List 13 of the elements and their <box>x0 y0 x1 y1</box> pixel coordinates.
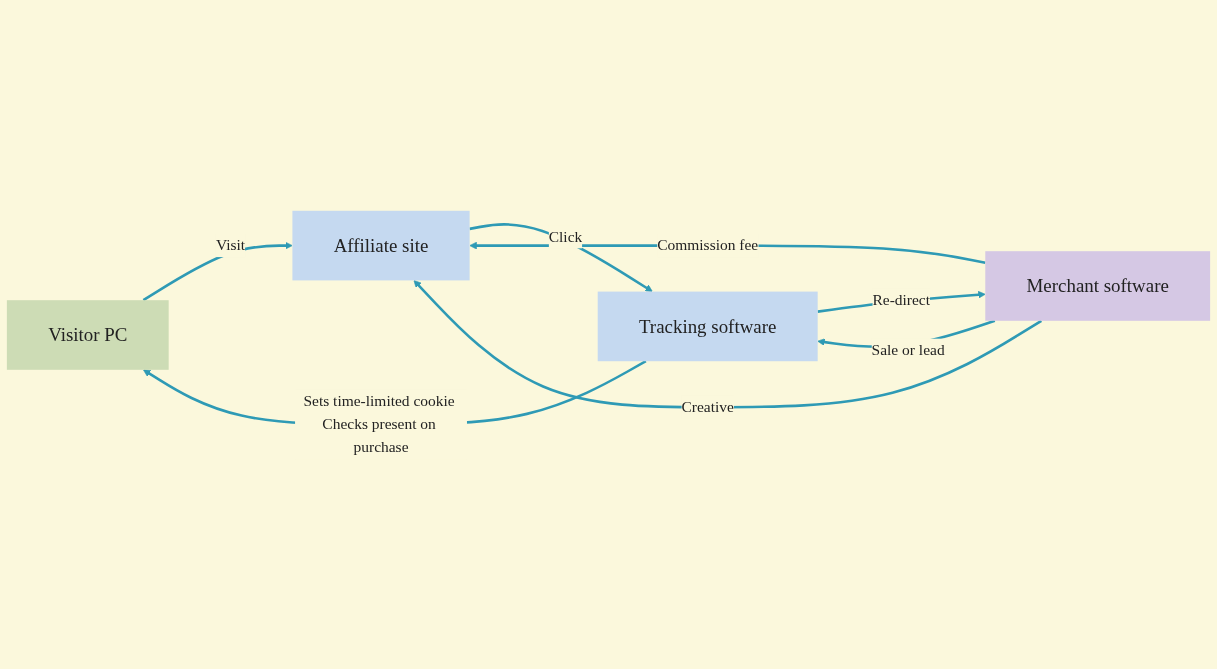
node-box: Affiliate site <box>292 210 470 280</box>
edge-label: Sets time-limited cookie Checks present on purchase <box>303 391 455 456</box>
node-box: Tracking software <box>597 291 818 361</box>
edge-label: Click <box>548 227 583 245</box>
arrow <box>413 279 1043 408</box>
edge-label: Creative <box>681 397 734 415</box>
arrow <box>469 222 653 292</box>
edge-label: Re-direct <box>872 290 931 309</box>
node-box: Visitor PC <box>6 299 169 370</box>
edge-label: Visit <box>215 236 246 254</box>
edge-label: Sale or lead <box>871 340 945 358</box>
node-box: Merchant software <box>985 250 1211 321</box>
edge-label: Commission fee <box>657 236 759 254</box>
